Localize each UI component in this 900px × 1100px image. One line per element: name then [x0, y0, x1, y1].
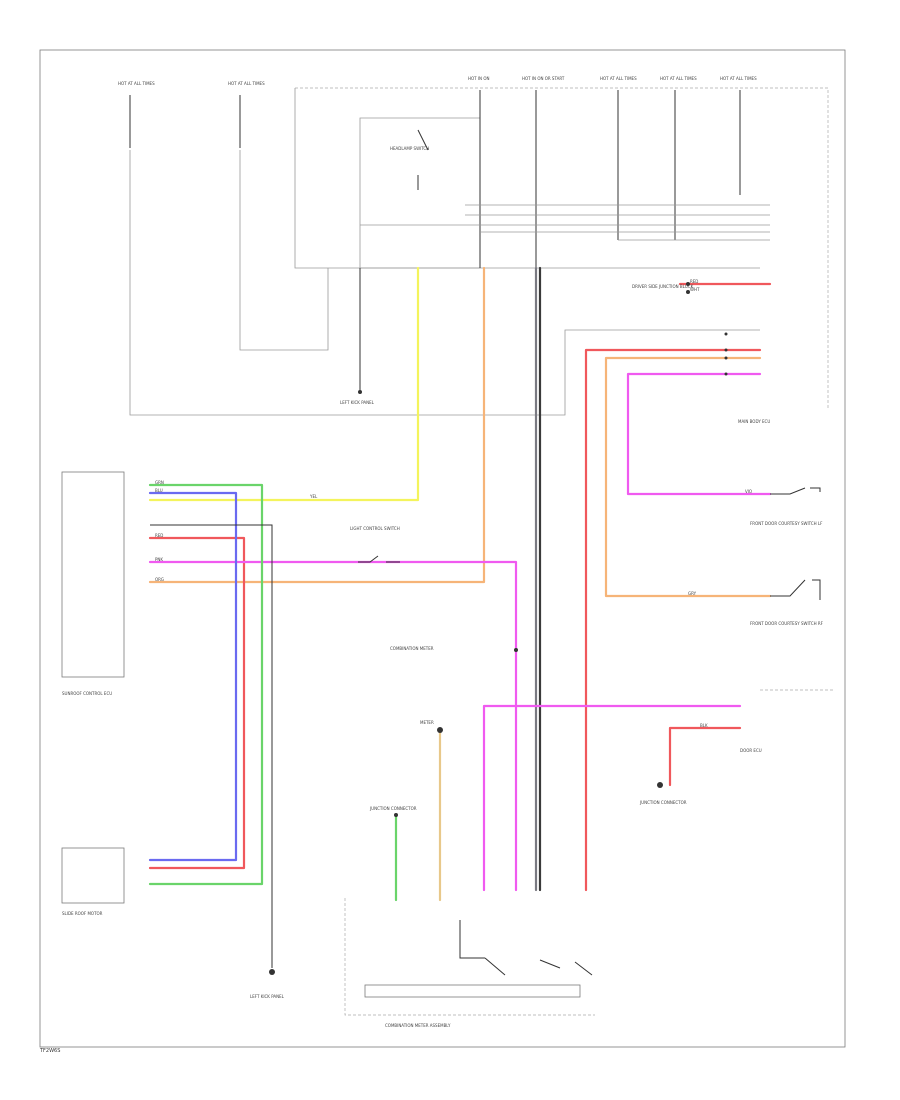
relay-block-inner: [294, 88, 760, 269]
bus-lines: [360, 204, 770, 241]
wire-green: [148, 483, 264, 886]
cluster-panel-label: COMBINATION METER: [390, 646, 434, 651]
tag-blk: BLK: [700, 723, 708, 728]
tag-vio: VIO: [745, 489, 752, 494]
courtesy-lf-label: FRONT DOOR COURTESY SWITCH LF: [750, 521, 823, 526]
wire-red-relay: [668, 726, 742, 787]
tag-red: RED: [155, 533, 163, 538]
fuse-caption-6: HOT AT ALL TIMES: [660, 76, 697, 81]
top-fuse-captions: HOT AT ALL TIMES HOT AT ALL TIMES HOT IN…: [118, 76, 757, 86]
wire-magenta-mid: [148, 560, 518, 892]
wire-red-left: [148, 536, 246, 870]
fuse-caption-2: HOT AT ALL TIMES: [228, 81, 265, 86]
fuse-caption-1: HOT AT ALL TIMES: [118, 81, 155, 86]
left-unit-2-label: SLIDE ROOF MOTOR: [62, 911, 103, 916]
small-connector-label: JUNCTION CONNECTOR: [369, 806, 417, 811]
main-body-ecu-label: MAIN BODY ECU: [738, 419, 770, 424]
wire-ground-left: [150, 524, 273, 968]
ground-point-bottom: [269, 969, 275, 975]
tag-gry: GRY: [688, 591, 697, 596]
connector-markers: [394, 282, 728, 817]
tag-grn: GRN: [155, 480, 164, 485]
left-unit-1-box: [61, 471, 125, 678]
ground-bottom-label: LEFT KICK PANEL: [250, 994, 285, 999]
relay-block-outline: [295, 87, 829, 410]
courtesy-rf-label: FRONT DOOR COURTESY SWITCH RF: [750, 621, 824, 626]
wire-red-right: [584, 348, 762, 892]
mid-switch-label: LIGHT CONTROL SWITCH: [350, 526, 400, 531]
wire-orange-left: [148, 266, 486, 584]
ground-point-1: [358, 390, 362, 394]
diagram-frame: [39, 49, 846, 1048]
ground-loop: [129, 150, 760, 416]
tag-pnk: PNK: [155, 557, 163, 562]
left-unit-1-label: SUNROOF CONTROL ECU: [62, 691, 112, 696]
tag-wht: WHT: [690, 287, 700, 292]
combination-meter-outline: [344, 898, 595, 1016]
tag-yel: YEL: [309, 494, 318, 499]
junction-connector-bottom-label: JUNCTION CONNECTOR: [639, 800, 687, 805]
door-ecu-label: DOOR ECU: [740, 748, 762, 753]
right-switches: [760, 487, 835, 691]
tag-blu: BLU: [155, 488, 163, 493]
ground-path-1: [239, 150, 329, 351]
wire-blue: [148, 491, 238, 862]
tag-red-top: RED: [690, 279, 698, 284]
fuse-caption-7: HOT AT ALL TIMES: [720, 76, 757, 81]
meter-label: METER: [420, 720, 434, 725]
combination-meter-label: COMBINATION METER ASSEMBLY: [385, 1023, 451, 1028]
headlamp-switch-label: HEADLAMP SWITCH: [390, 146, 429, 151]
mid-switch: [358, 555, 400, 563]
tag-org: ORG: [155, 577, 164, 582]
wire-magenta-meter: [482, 704, 742, 892]
footer-code: TF2W6S: [39, 1048, 60, 1054]
left-unit-2-box: [61, 847, 125, 904]
ground-1-label: LEFT KICK PANEL: [340, 400, 375, 405]
fuse-caption-3: HOT IN ON: [468, 76, 489, 81]
wire-magenta-right: [626, 372, 772, 496]
meter-panel: [364, 984, 581, 998]
fuse-caption-4: HOT IN ON OR START: [522, 76, 565, 81]
junction-block-label: DRIVER SIDE JUNCTION BLOCK: [632, 284, 694, 289]
wire-orange-right: [604, 356, 772, 598]
wire-tags: GRN BLU RED PNK ORG YEL RED WHT VIO BLK …: [155, 279, 752, 728]
meter-switches: [459, 920, 593, 976]
fuse-caption-5: HOT AT ALL TIMES: [600, 76, 637, 81]
top-fuse-group: [129, 90, 741, 269]
wire-yellow: [148, 266, 420, 502]
